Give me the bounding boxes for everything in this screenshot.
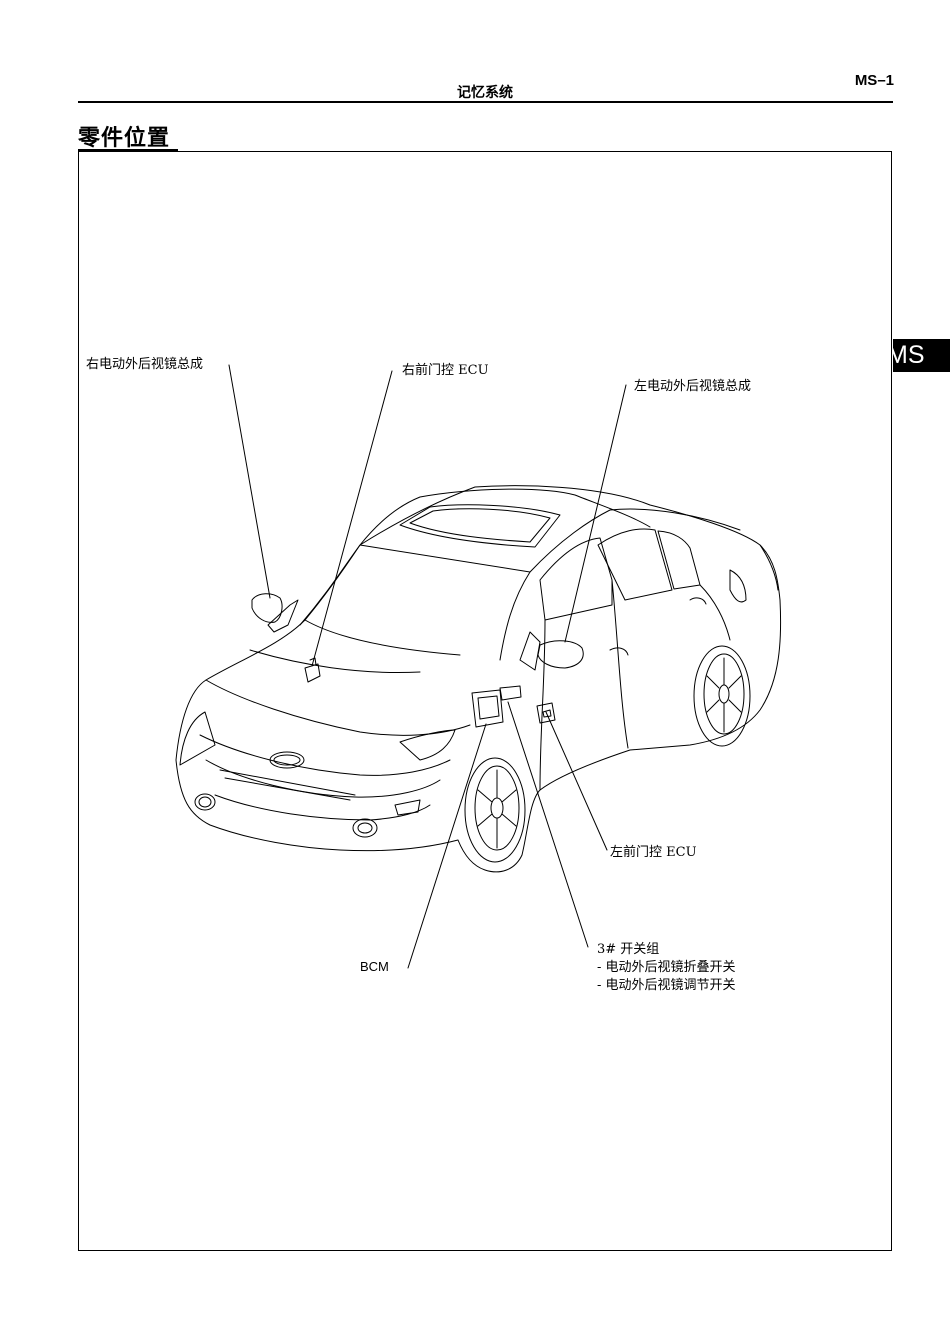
page-number: MS–1 [854,72,894,89]
left-mirror [519,631,584,671]
car-outline [175,485,782,873]
label-bcm: BCM [360,959,389,974]
side-tab[interactable]: MS [893,339,950,372]
header-rule [78,101,893,103]
label-switch-group: 3# 开关组 - 电动外后视镜折叠开关 - 电动外后视镜调节开关 [597,941,736,995]
bcm-module [471,685,522,728]
front-wheel [464,757,526,863]
right-mirror [251,593,299,633]
leader-lines [228,364,627,969]
switch-group-item: - 电动外后视镜折叠开关 [597,960,736,975]
switch-group-title: 3# 开关组 [597,942,660,957]
label-left-mirror: 左电动外后视镜总成 [634,379,752,394]
label-right-mirror: 右电动外后视镜总成 [86,357,204,372]
label-left-door-ecu: 左前门控 ECU [610,845,697,860]
header-title: 记忆系统 [457,85,513,101]
left-door-ecu [536,702,556,724]
right-door-ecu [304,657,321,683]
label-right-door-ecu: 右前门控 ECU [402,363,489,378]
figure-frame [78,151,892,1251]
switch-group-item: - 电动外后视镜调节开关 [597,978,736,993]
section-title: 零件位置 [78,126,171,151]
rear-wheel [693,645,751,747]
section-title-underline [78,149,178,151]
